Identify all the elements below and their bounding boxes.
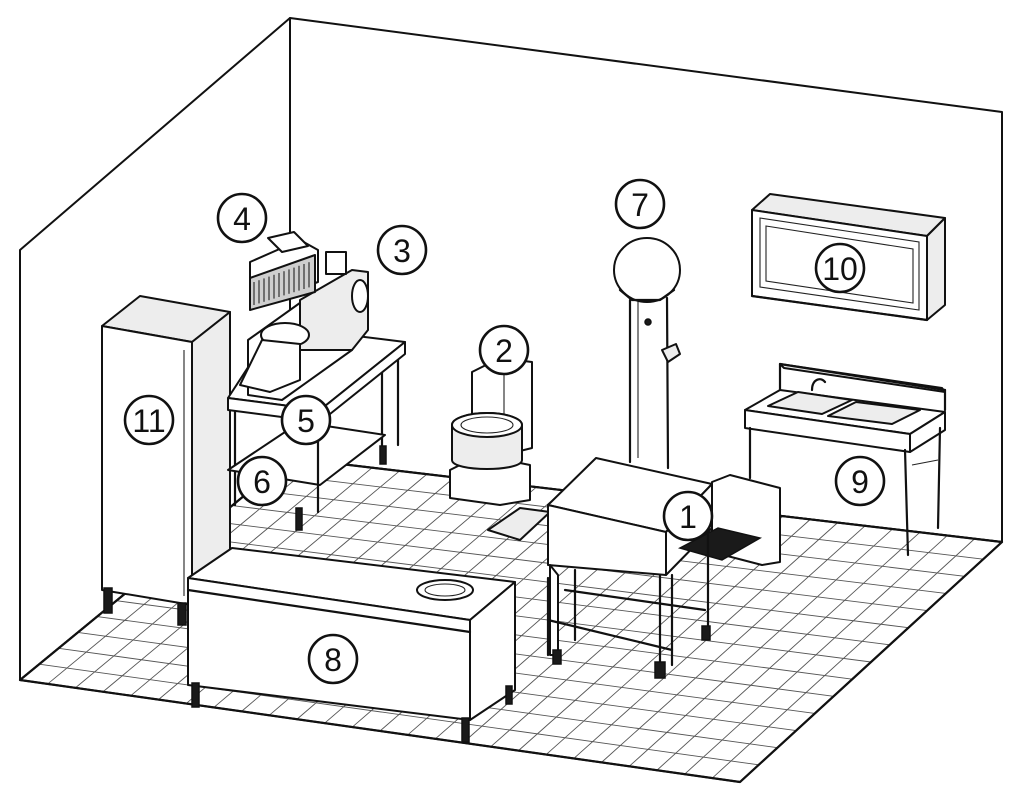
callout-hood-lamp: 7: [614, 178, 666, 230]
callout-circle: [216, 192, 268, 244]
sink-table: [744, 362, 947, 557]
callout-circle: [814, 242, 866, 294]
callout-number: 5: [297, 403, 315, 439]
callout-prep-counter: 8: [307, 633, 359, 685]
spiral-mixer: [449, 357, 533, 506]
callout-badges: 1 2 3 4 56 7 8 9 10 11: [123, 178, 886, 685]
callout-number: 7: [631, 187, 649, 223]
callout-circle: [376, 224, 428, 276]
callout-mixer: 2: [478, 324, 530, 376]
prep-counter: [186, 547, 516, 743]
callout-work-table-shelf: 6: [236, 455, 288, 507]
callout-number: 8: [324, 642, 342, 678]
callout-work-table-top: 5: [280, 394, 332, 446]
callout-wall-cabinet: 10: [814, 242, 866, 294]
hood-lamp: [613, 237, 681, 470]
callout-sink-table: 9: [834, 455, 886, 507]
callout-number: 10: [822, 251, 858, 287]
callout-circle: [123, 394, 175, 446]
callout-circle: [280, 394, 332, 446]
callout-circle: [307, 633, 359, 685]
callout-circle: [478, 324, 530, 376]
refrigerator: [101, 295, 231, 626]
callout-dough-rounder: 4: [216, 192, 268, 244]
callout-circle: [662, 490, 714, 542]
callout-circle: [236, 455, 288, 507]
callout-number: 4: [233, 201, 251, 237]
callout-number: 1: [679, 499, 697, 535]
callout-number: 11: [132, 403, 165, 439]
dough-machine: [239, 231, 369, 401]
callout-circle: [614, 178, 666, 230]
callout-number: 9: [851, 464, 869, 500]
callout-refrigerator: 11: [123, 394, 175, 446]
callout-number: 6: [253, 464, 271, 500]
callout-dough-divider: 3: [376, 224, 428, 276]
callout-number: 2: [495, 333, 513, 369]
callout-circle: [834, 455, 886, 507]
callout-oven: 1: [662, 490, 714, 542]
callout-number: 3: [393, 233, 411, 269]
